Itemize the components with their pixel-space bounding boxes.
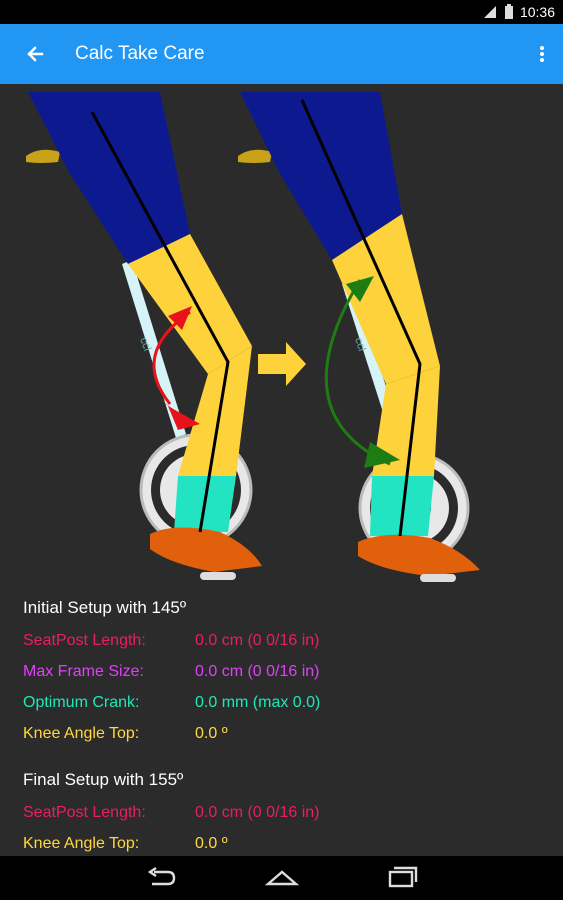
initial-frame-size-label: Max Frame Size: [23,663,144,680]
initial-crank-value: 0.0 mm (max 0.0) [195,694,321,711]
battery-icon [504,4,513,19]
final-seatpost-value: 0.0 cm (0 0/16 in) [195,804,320,821]
app-bar: Calc Take Care [0,24,563,84]
arrow-left-icon[interactable] [20,39,50,69]
final-knee-angle-value: 0.0 º [195,835,228,852]
initial-seatpost-value: 0.0 cm (0 0/16 in) [195,632,320,649]
svg-text:ccl: ccl [137,336,153,353]
system-nav-bar [0,856,563,900]
final-seatpost-label: SeatPost Length: [23,804,146,821]
svg-text:ccl: ccl [352,336,368,353]
initial-setup-title: Initial Setup with 145º [23,598,187,617]
final-position-figure: ccl [238,92,480,582]
signal-icon [483,6,496,18]
final-knee-angle-label: Knee Angle Top: [23,835,140,852]
initial-frame-size-value: 0.0 cm (0 0/16 in) [195,663,320,680]
status-bar: 10:36 [0,0,563,24]
home-nav-icon[interactable] [262,862,302,894]
initial-position-figure: ccl [26,92,262,580]
initial-seatpost-label: SeatPost Length: [23,632,146,649]
recents-nav-icon[interactable] [382,862,422,894]
bike-fit-illustration: ccl [26,92,480,582]
back-nav-icon[interactable] [142,862,182,894]
final-setup-title: Final Setup with 155º [23,770,184,789]
page-title: Calc Take Care [75,43,205,64]
initial-crank-label: Optimum Crank: [23,694,140,711]
initial-knee-angle-value: 0.0 º [195,725,228,742]
more-vert-icon[interactable] [535,39,549,69]
status-time: 10:36 [519,4,555,20]
main-content: ccl [0,84,563,856]
transition-arrow [258,342,306,386]
status-icons: 10:36 [482,0,555,24]
initial-knee-angle-label: Knee Angle Top: [23,725,140,742]
